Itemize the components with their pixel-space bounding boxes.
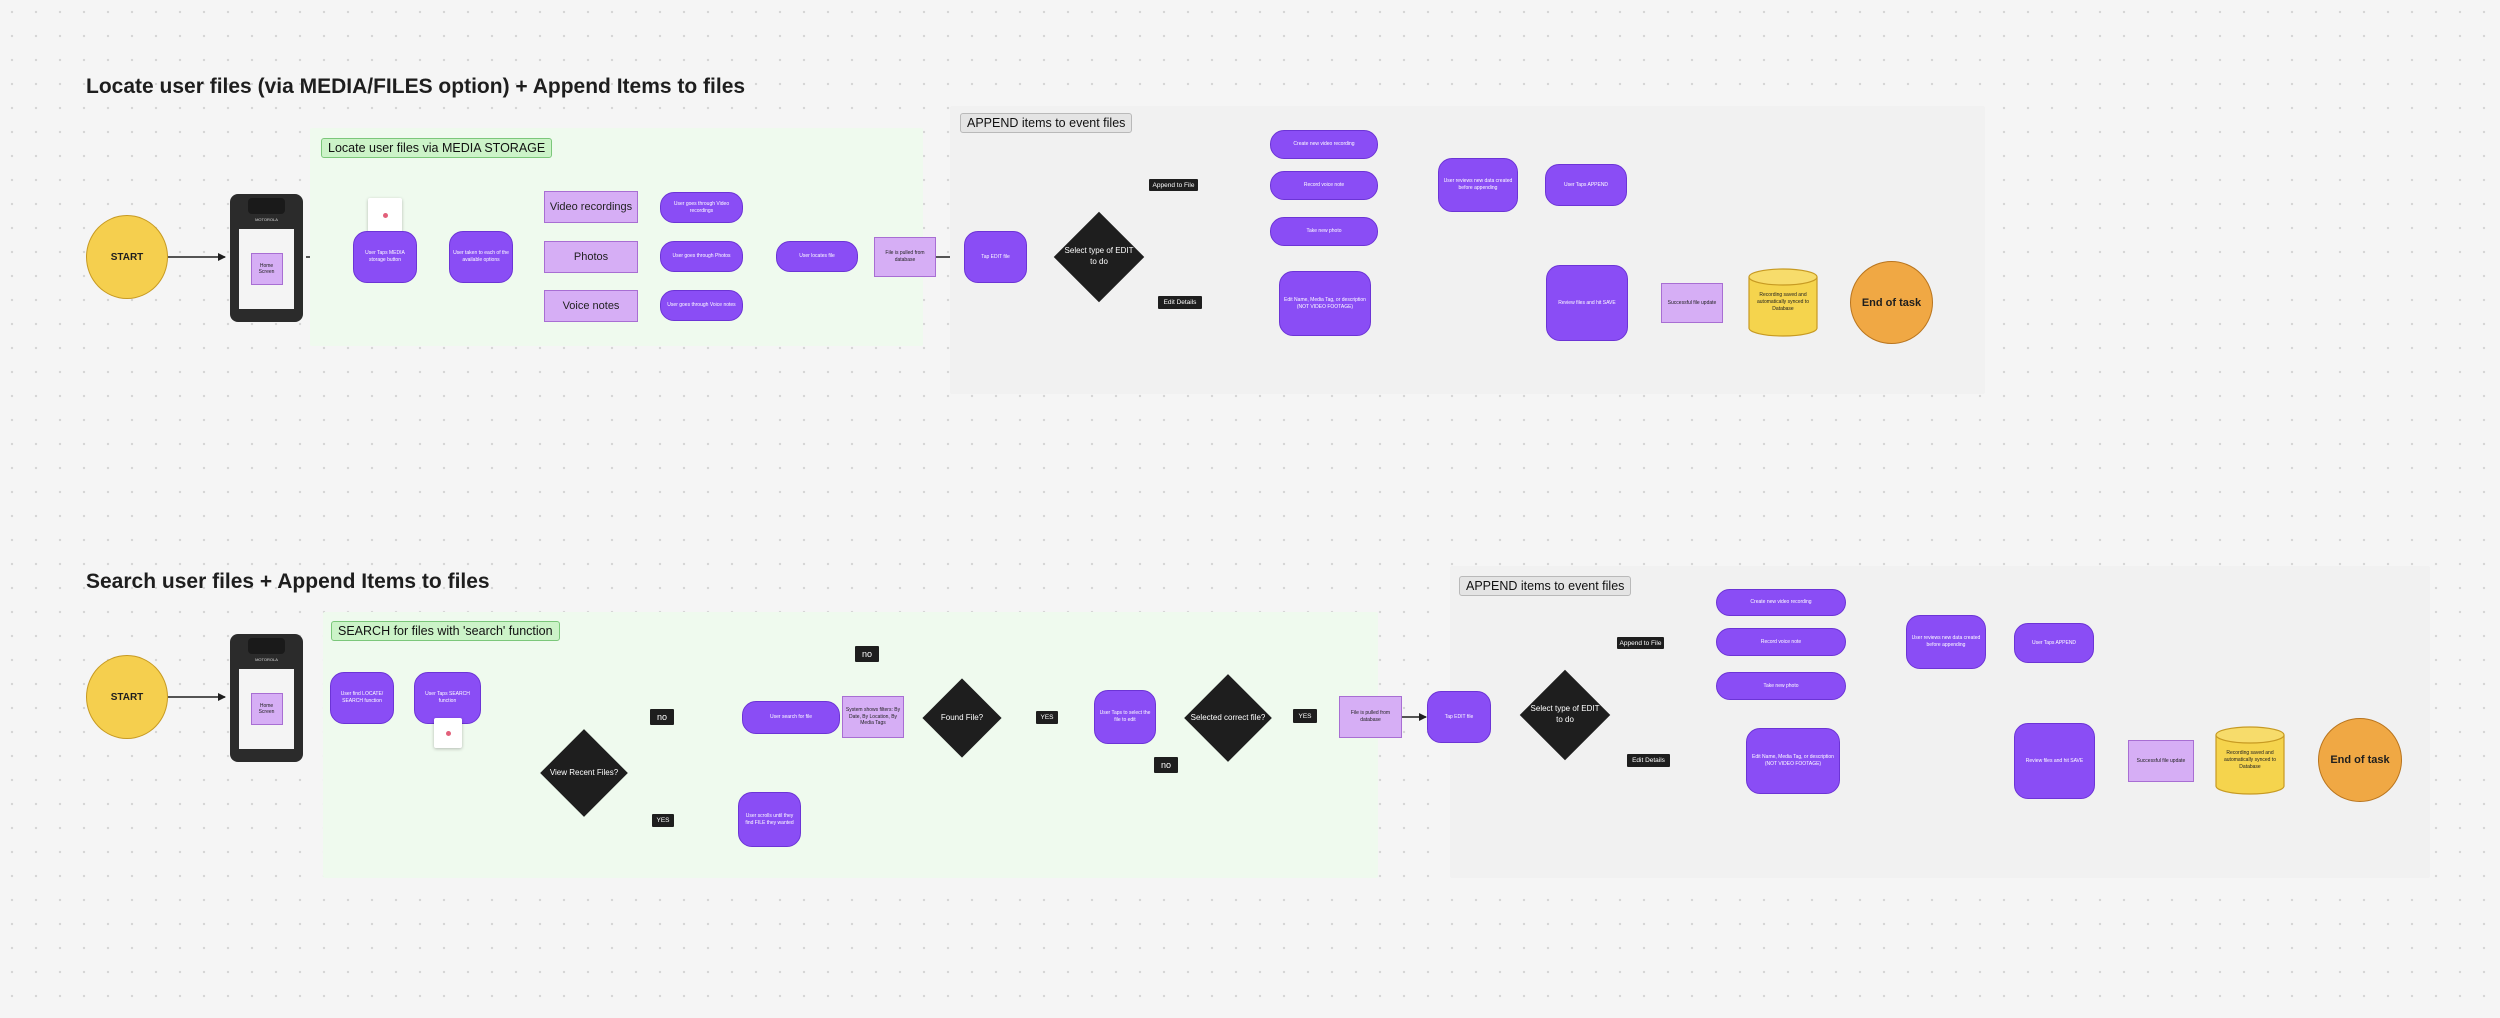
tap-edit-node: Tap EDIT file (964, 231, 1027, 283)
selected-correct-decision: Selected correct file? (1180, 674, 1276, 762)
view-recent-decision: View Recent Files? (537, 726, 631, 820)
database-cylinder-2 (2215, 726, 2285, 795)
section-append-2-label: APPEND items to event files (1459, 576, 1632, 596)
scrolls-until-node: User scrolls until they find FILE they w… (738, 792, 801, 847)
yes-label-1: YES (652, 814, 674, 827)
start-node: START (86, 215, 168, 299)
taps-search-node: User Taps SEARCH function (414, 672, 481, 724)
tap-media-node: User Taps MEDIA storage button (353, 231, 417, 283)
select-edit-decision-2: Select type of EDIT to do (1518, 669, 1612, 761)
home-screen-button[interactable]: Home Screen (250, 253, 283, 285)
review-save-node-2: Review files and hit SAVE (2014, 723, 2095, 799)
append-to-file-label: Append to File (1149, 179, 1198, 191)
create-video-node-2: Create new video recording (1716, 589, 1846, 616)
photos-node: Photos (544, 241, 638, 273)
recording-saved-text-2: Recording saved and automatically synced… (2224, 750, 2276, 770)
device-screen: Home Screen (239, 229, 294, 309)
review-save-node: Review files and hit SAVE (1546, 265, 1628, 341)
found-file-decision: Found File? (920, 678, 1004, 758)
take-photo-node-2: Take new photo (1716, 672, 1846, 700)
successful-update-node: Successful file update (1661, 283, 1723, 323)
home-screen-button-2[interactable]: Home Screen (250, 693, 283, 725)
flow1-title: Locate user files (via MEDIA/FILES optio… (86, 75, 746, 98)
section-search (323, 612, 1378, 878)
start-node-2: START (86, 655, 168, 739)
record-voice-node: Record voice note (1270, 171, 1378, 200)
successful-update-node-2: Successful file update (2128, 740, 2194, 782)
device-screen-2: Home Screen (239, 669, 294, 749)
body-camera-device-2: MOTOROLA Home Screen (230, 634, 303, 762)
section-search-label: SEARCH for files with 'search' function (331, 621, 560, 641)
sticky-note-2 (434, 718, 462, 748)
find-search-node: User find LOCATE/ SEARCH function (330, 672, 394, 724)
reviews-new-data-node: User reviews new data created before app… (1438, 158, 1518, 212)
locates-file-node: User locates file (776, 241, 858, 272)
taps-select-node: User Taps to select the file to edit (1094, 690, 1156, 744)
flow2-title: Search user files + Append Items to file… (86, 570, 490, 593)
taken-to-options-node: User taken to each of the available opti… (449, 231, 513, 283)
no-label-2: no (855, 646, 879, 662)
edit-name-node: Edit Name, Media Tag, or description (NO… (1279, 271, 1371, 336)
end-node-2: End of task (2318, 718, 2402, 802)
reviews-new-data-node-2: User reviews new data created before app… (1906, 615, 1986, 669)
file-pulled-node-2: File is pulled from database (1339, 696, 1402, 738)
record-voice-node-2: Record voice note (1716, 628, 1846, 656)
create-video-node: Create new video recording (1270, 130, 1378, 159)
edit-details-label: Edit Details (1158, 296, 1202, 309)
edit-name-node-2: Edit Name, Media Tag, or description (NO… (1746, 728, 1840, 794)
section-media-storage-label: Locate user files via MEDIA STORAGE (321, 138, 553, 158)
goes-photos-node: User goes through Photos (660, 241, 743, 272)
take-photo-node: Take new photo (1270, 217, 1378, 246)
video-recordings-node: Video recordings (544, 191, 638, 223)
tap-edit-node-2: Tap EDIT file (1427, 691, 1491, 743)
end-node: End of task (1850, 261, 1933, 344)
goes-video-node: User goes through Video recordings (660, 192, 743, 223)
select-edit-decision: Select type of EDIT to do (1052, 211, 1146, 303)
goes-voice-node: User goes through Voice notes (660, 290, 743, 321)
no-label-1: no (650, 709, 674, 725)
taps-append-node-2: User Taps APPEND (2014, 623, 2094, 663)
taps-append-node: User Taps APPEND (1545, 164, 1627, 206)
yes-label-3: YES (1293, 709, 1317, 723)
yes-label-2: YES (1036, 711, 1058, 724)
file-pulled-node: File is pulled from database (874, 237, 936, 277)
recording-saved-text: Recording saved and automatically synced… (1757, 292, 1809, 312)
database-cylinder (1748, 268, 1818, 337)
system-filters-node: System shows filters: By Date, By Locati… (842, 696, 904, 738)
device-brand-2: MOTOROLA (255, 657, 278, 662)
voice-notes-node: Voice notes (544, 290, 638, 322)
no-label-3: no (1154, 757, 1178, 773)
body-camera-device: MOTOROLA Home Screen (230, 194, 303, 322)
search-for-file-node: User search for file (742, 701, 840, 734)
append-to-file-label-2: Append to File (1617, 637, 1664, 649)
device-brand: MOTOROLA (255, 217, 278, 222)
section-append-1-label: APPEND items to event files (960, 113, 1133, 133)
edit-details-label-2: Edit Details (1627, 754, 1670, 767)
sticky-note (368, 198, 402, 232)
